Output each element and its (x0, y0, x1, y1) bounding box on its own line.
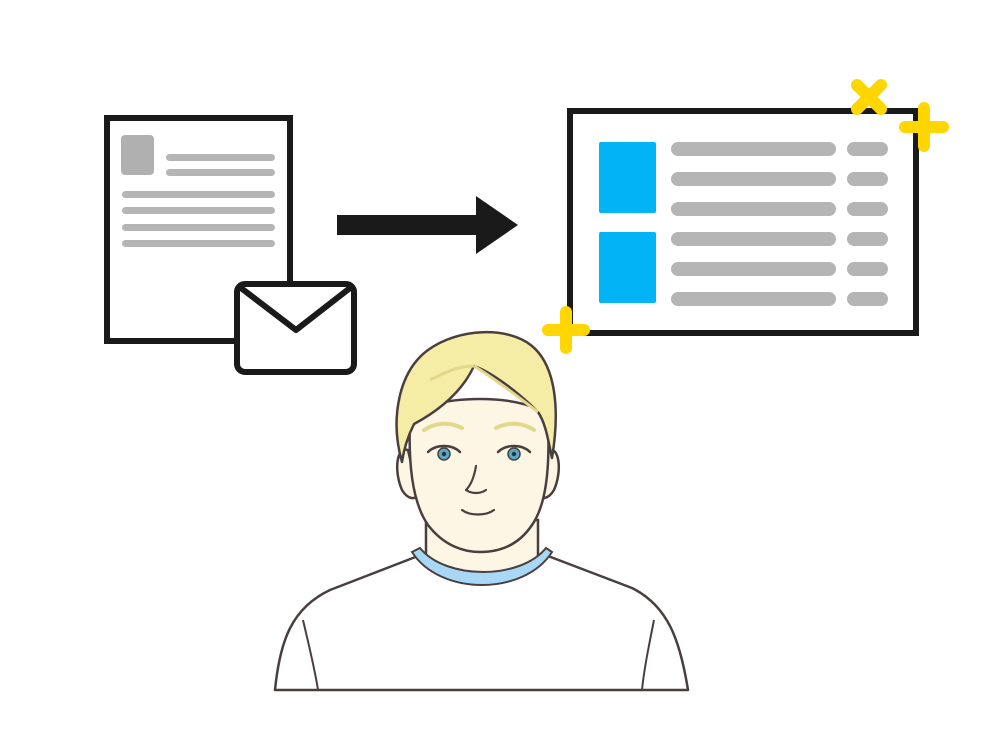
list-row-text (671, 292, 836, 306)
document-text-line (122, 191, 275, 198)
list-row-text (671, 232, 836, 246)
hair (395, 330, 557, 464)
list-row-value (847, 292, 888, 306)
list-row-value (847, 172, 888, 186)
list-row-value (847, 142, 888, 156)
list-thumbnail (599, 142, 656, 213)
nose (464, 464, 488, 495)
sparkle-plus-top-right (899, 102, 949, 152)
document-text-lines (122, 154, 275, 247)
list-row-value (847, 202, 888, 216)
list-row-text (671, 202, 836, 216)
list-groups (599, 142, 888, 306)
list-row-text (671, 142, 836, 156)
collar (410, 546, 554, 586)
list-row-text (671, 262, 836, 276)
list-thumbnail (599, 232, 656, 303)
document-text-line (122, 207, 275, 214)
document-text-line (122, 224, 275, 231)
sparkle-plus-bottom-left (542, 306, 590, 354)
list-row-text (671, 172, 836, 186)
eyes (426, 444, 532, 461)
person-illustration (273, 330, 690, 692)
document-thumbnail (121, 135, 154, 175)
list-row-value (847, 262, 888, 276)
sparkle-x (851, 79, 887, 115)
face (408, 397, 550, 554)
document-text-line (166, 154, 275, 161)
list-panel-icon (567, 108, 919, 336)
envelope-icon (234, 281, 357, 375)
mouth (460, 508, 496, 516)
document-text-line (166, 169, 275, 176)
document-icon (104, 115, 293, 344)
list-row-value (847, 232, 888, 246)
document-text-line (122, 240, 275, 247)
arrow-right-icon (337, 196, 518, 254)
sparkle-icon (542, 79, 949, 354)
